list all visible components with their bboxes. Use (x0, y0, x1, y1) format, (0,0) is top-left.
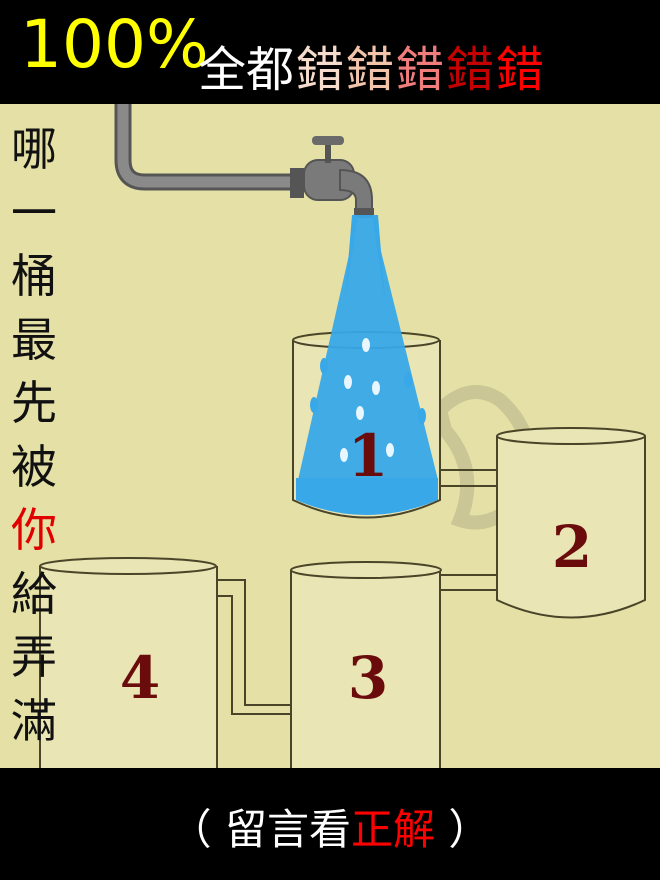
header-all: 全都 (198, 42, 295, 98)
footer-banner: （ 留言看正解 ） (0, 768, 660, 880)
footer-open-paren: （ (169, 805, 212, 854)
question-char: 給 (11, 566, 57, 621)
question-char: 哪 (11, 122, 57, 176)
bucket-3-label: 3 (348, 644, 388, 712)
question-char: 一 (11, 185, 57, 240)
header-wrong-4: 錯 (446, 42, 495, 98)
question-char: 先 (11, 376, 57, 430)
question-char-highlight: 你 (11, 503, 57, 557)
bucket-4-label: 4 (120, 644, 160, 712)
bucket-2 (496, 427, 646, 619)
footer-close-paren: ） (448, 805, 491, 854)
bucket-puzzle-diagram: 1 2 3 4 (39, 104, 646, 768)
question-char: 最 (11, 312, 57, 367)
header-banner: 100% 全都 錯 錯 錯 錯 錯 (0, 0, 660, 104)
bucket-3 (290, 561, 442, 768)
faucet-icon (290, 136, 374, 218)
connector-pipes (217, 469, 498, 715)
question-char: 弄 (11, 630, 57, 684)
footer-text: 留言看 (224, 805, 351, 854)
bucket-4 (39, 557, 218, 768)
question-vertical-text: 哪 一 桶 最 先 被 你 給 弄 滿 (8, 118, 60, 753)
header-wrong-2: 錯 (346, 42, 395, 98)
bucket-2-label: 2 (552, 513, 592, 581)
header-wrong-1: 錯 (296, 42, 345, 98)
footer-answer: 正解 (351, 805, 436, 854)
bucket-1-label: 1 (348, 422, 388, 490)
question-char: 滿 (11, 693, 57, 748)
header-wrong-5: 錯 (496, 42, 545, 98)
question-char: 桶 (11, 249, 57, 303)
water-pipe (114, 104, 300, 191)
question-char: 被 (11, 439, 57, 494)
header-wrong-3: 錯 (396, 42, 445, 98)
header-percent: 100% (20, 6, 209, 83)
water-stream (298, 215, 438, 480)
